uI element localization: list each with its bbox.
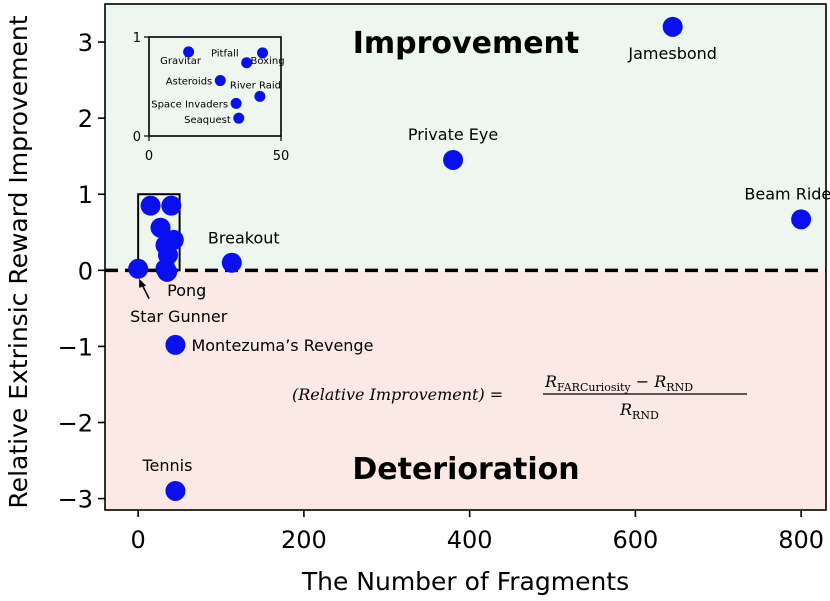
x-tick-label: 0: [131, 526, 146, 554]
y-tick-label: −1: [58, 333, 93, 361]
x-tick-label: 600: [612, 526, 658, 554]
point-label: Montezuma’s Revenge: [191, 336, 373, 355]
y-tick-label: 0: [78, 257, 93, 285]
data-point: [221, 252, 242, 273]
point-label: Beam Rider: [744, 184, 830, 203]
region-label-deterioration: Deterioration: [352, 452, 579, 487]
inset-point-label: Boxing: [251, 56, 285, 67]
data-point: [165, 480, 186, 501]
y-tick-label: 3: [78, 29, 93, 57]
x-tick-label: 800: [778, 526, 824, 554]
plot-frame: [104, 3, 827, 511]
formula-numerator: RFARCuriosity − RRND: [544, 372, 693, 394]
inset-point-label: Seaquest: [184, 115, 231, 126]
formula: (Relative Improvement) = RFARCuriosity −…: [292, 372, 747, 422]
inset-x-tick-label: 0: [145, 149, 153, 164]
inset-y-tick-label: 1: [133, 31, 141, 46]
deterioration-region: [105, 270, 826, 510]
x-tick-label: 200: [281, 526, 327, 554]
data-point: [443, 149, 464, 170]
inset-y-tick-label: 0: [133, 130, 141, 145]
inset-point-label: Space Invaders: [151, 99, 228, 110]
inset-point-label: Gravitar: [160, 56, 202, 67]
y-axis-label: Relative Extrinsic Reward Improvement: [4, 15, 33, 508]
inset-frame: [148, 36, 282, 137]
inset-data-point: [241, 57, 253, 69]
inset-data-point: [214, 75, 226, 87]
y-tick-label: 2: [78, 105, 93, 133]
y-tick-label: −2: [58, 409, 93, 437]
improvement-region: [105, 4, 826, 271]
formula-lhs: (Relative Improvement) =: [292, 385, 503, 404]
inset-data-point: [233, 112, 245, 124]
point-label: Pong: [167, 281, 206, 300]
inset-x-tick-label: 50: [273, 149, 290, 164]
point-label: Tennis: [141, 456, 192, 475]
point-label: Private Eye: [408, 125, 498, 144]
inset-data-point: [230, 97, 242, 109]
data-point: [157, 261, 178, 282]
y-tick-label: −3: [58, 486, 93, 514]
x-axis-label: The Number of Fragments: [301, 567, 629, 596]
data-point: [161, 195, 182, 216]
data-point: [128, 258, 149, 279]
point-label: Jamesbond: [627, 44, 717, 63]
inset-point-label: Asteroids: [166, 77, 212, 88]
point-label: Breakout: [208, 229, 280, 248]
inset-point-label: Pitfall: [211, 49, 239, 60]
data-point: [140, 195, 161, 216]
y-tick-label: 1: [78, 181, 93, 209]
arrow-head: [139, 278, 147, 288]
data-point: [791, 209, 812, 230]
region-label-improvement: Improvement: [353, 26, 580, 61]
inset-point-label: River Raid: [230, 80, 281, 91]
point-label: Star Gunner: [130, 307, 228, 326]
x-tick-label: 400: [447, 526, 493, 554]
formula-denominator: RRND: [619, 400, 659, 422]
data-point: [150, 217, 171, 238]
inset-data-point: [257, 47, 269, 59]
inset-data-point: [183, 46, 195, 58]
data-point: [662, 16, 683, 37]
data-point: [165, 334, 186, 355]
inset-data-point: [254, 90, 266, 102]
